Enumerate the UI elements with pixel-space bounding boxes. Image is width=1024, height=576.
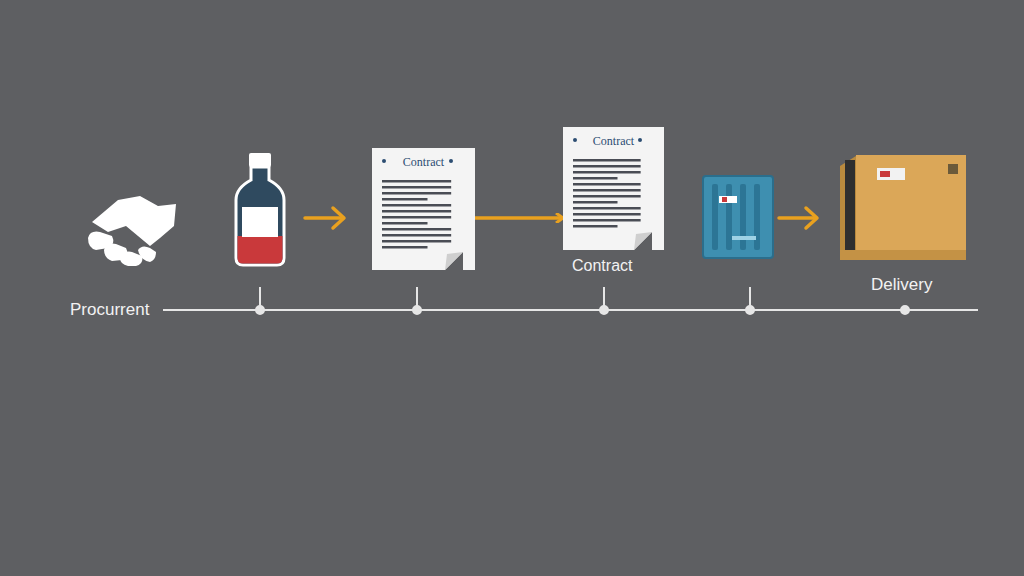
stage-label: Delivery [871, 275, 932, 295]
document-title: Contract [372, 148, 475, 170]
timeline-ticks [256, 287, 909, 314]
timeline [163, 309, 978, 311]
box-icon [840, 155, 966, 260]
document-title: Contract [563, 127, 664, 149]
flow-arrow [475, 216, 563, 220]
contract-document: Contract [563, 127, 664, 250]
handshake-icon [88, 196, 176, 266]
stage-label: Contract [572, 257, 632, 275]
contract-document: Contract [372, 148, 475, 270]
bottle-icon [236, 153, 284, 265]
stage-label: Procurrent [70, 300, 149, 320]
container-icon [703, 176, 773, 258]
